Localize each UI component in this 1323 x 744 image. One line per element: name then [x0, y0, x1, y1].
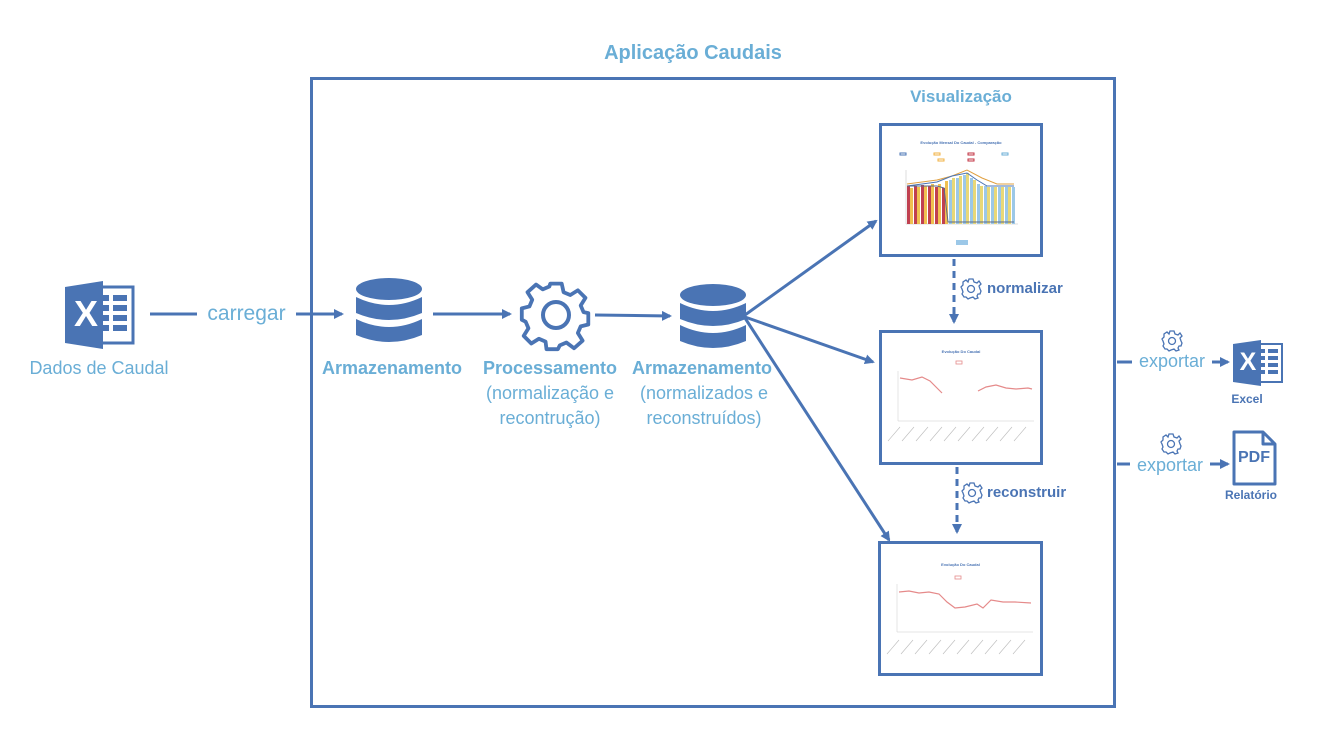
- arrow-to-storage2: [594, 310, 672, 321]
- export-excel-target: Excel: [1231, 392, 1263, 406]
- chart-thumbnail-normalized: Evolução Do Caudal: [879, 330, 1043, 465]
- arrow-to-chart1: [744, 219, 878, 317]
- database-icon: [355, 277, 423, 347]
- pdf-icon: PDF: [1231, 430, 1277, 486]
- excel-icon: X: [1232, 339, 1284, 387]
- small-gear-icon: [960, 278, 982, 300]
- chart-thumbnail-title: Evolução Mensal Do Caudal - Comparação: [920, 140, 1002, 145]
- arrow-to-chart2: [744, 315, 875, 365]
- small-gear-icon: [1161, 330, 1183, 352]
- processing-subtitle-1: (normalização e: [485, 383, 615, 403]
- chart-thumbnail-comparison: Evolução Mensal Do Caudal - Comparação: [879, 123, 1043, 257]
- reconstruct-label: reconstruir: [987, 484, 1067, 501]
- processing-subtitle-2: recontrução): [499, 408, 601, 428]
- chart-thumbnail-reconstructed: Evolução Do Caudal: [878, 541, 1043, 676]
- storage2-subtitle-2: reconstruídos): [646, 408, 762, 428]
- pdf-glyph: PDF: [1238, 449, 1270, 466]
- app-title: Aplicação Caudais: [604, 42, 782, 64]
- small-gear-icon: [961, 482, 983, 504]
- excel-glyph: X: [1239, 348, 1257, 376]
- arrow-to-chart3: [743, 317, 891, 542]
- source-excel-icon: X: [63, 279, 135, 351]
- load-label: carregar: [207, 302, 286, 325]
- processing-title: Processamento: [482, 358, 618, 378]
- visualization-title: Visualização: [910, 87, 1012, 106]
- gear-icon: [518, 277, 594, 353]
- database-icon: [679, 283, 747, 353]
- storage2-subtitle-1: (normalizados e: [639, 383, 769, 403]
- chart-thumbnail-title: Evolução Do Caudal: [941, 349, 981, 354]
- export-pdf-action: exportar: [1136, 455, 1204, 475]
- excel-glyph: X: [73, 293, 98, 334]
- application-frame: [310, 77, 1116, 708]
- export-pdf-target: Relatório: [1224, 488, 1277, 502]
- chart-thumbnail-title: Evolução Do Caudal: [941, 562, 980, 567]
- storage2-title: Armazenamento: [631, 358, 773, 378]
- export-excel-action: exportar: [1138, 351, 1206, 371]
- normalize-label: normalizar: [987, 280, 1063, 297]
- small-gear-icon: [1160, 433, 1182, 455]
- storage1-title: Armazenamento: [321, 358, 463, 378]
- source-label: Dados de Caudal: [29, 358, 169, 378]
